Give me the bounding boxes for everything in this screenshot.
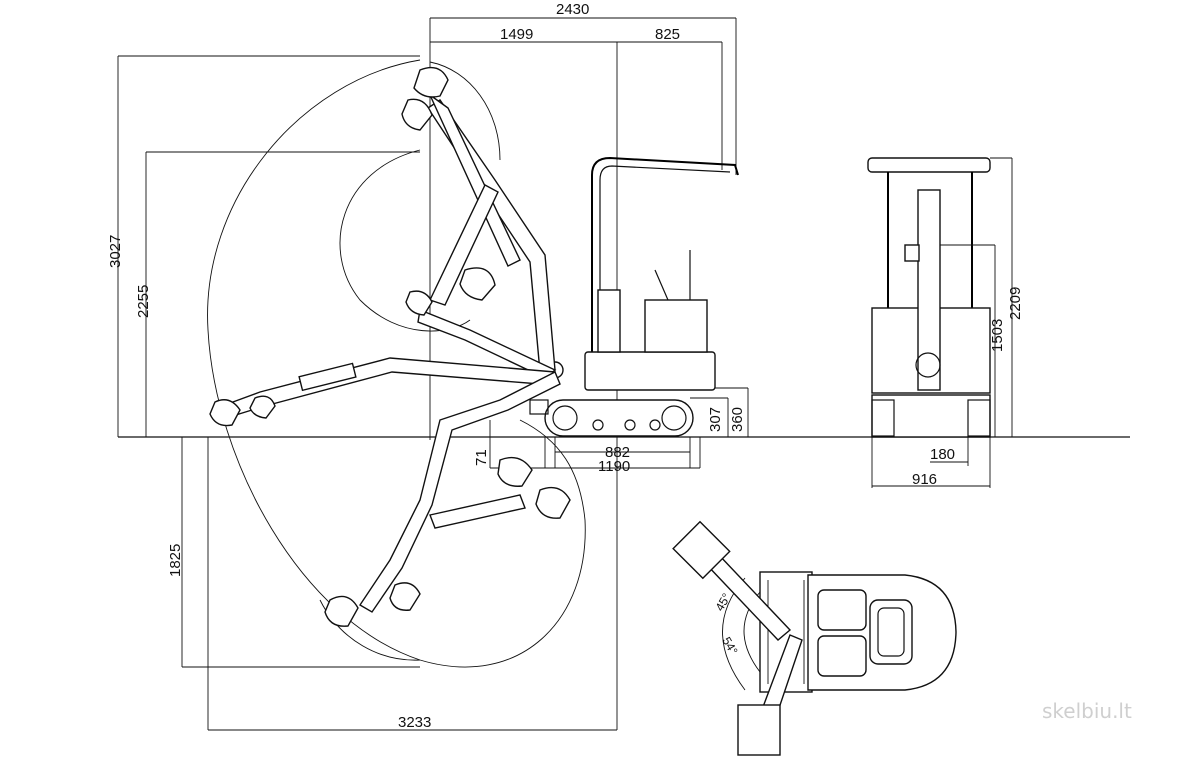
dim-reach: 3233 <box>398 714 431 731</box>
dim-max-height: 3027 <box>107 235 124 268</box>
engine-cover <box>644 299 708 353</box>
front-dimension-lines <box>871 157 1013 488</box>
bucket-down <box>324 595 359 627</box>
bucket-raised <box>413 66 449 98</box>
track <box>544 399 694 437</box>
bucket-extended <box>209 399 241 427</box>
top-view-machine <box>672 520 957 756</box>
dim-track-1190: 1190 <box>598 458 630 475</box>
dim-height-360: 360 <box>729 407 746 432</box>
arm-mid <box>429 184 499 306</box>
dim-front-reach: 1499 <box>500 26 533 43</box>
front-tracks <box>871 394 991 438</box>
side-dimension-lines <box>117 17 749 731</box>
side-view-machine <box>529 156 739 437</box>
boom-down <box>359 371 561 613</box>
boom-positions <box>209 66 571 627</box>
top-arc <box>429 61 501 161</box>
front-canopy-roof <box>867 157 991 173</box>
arm-down <box>429 494 526 529</box>
dim-dig-depth: 1825 <box>167 544 184 577</box>
dim-track-width-180: 180 <box>930 446 955 463</box>
top-view-seat <box>869 599 913 665</box>
watermark: skelbiu.lt <box>1042 699 1132 723</box>
dim-dump-height: 2255 <box>135 285 152 318</box>
top-view-bucket <box>737 704 781 756</box>
dim-rear-length: 825 <box>655 26 680 43</box>
front-boom <box>917 189 941 391</box>
front-view-machine <box>867 157 991 438</box>
seat <box>597 289 621 353</box>
upper-body <box>584 351 716 391</box>
dim-depth-71: 71 <box>473 449 490 466</box>
canopy-frame <box>591 156 739 355</box>
dim-total-length: 2430 <box>556 1 589 18</box>
dim-track-882: 882 <box>605 444 630 461</box>
dim-front-height-2209: 2209 <box>1007 287 1024 320</box>
swing-angle-left: 45° <box>712 591 733 614</box>
inner-envelope <box>339 149 471 332</box>
dim-front-height-1503: 1503 <box>989 319 1006 352</box>
dim-height-307: 307 <box>707 407 724 432</box>
dim-total-width-916: 916 <box>912 471 937 488</box>
